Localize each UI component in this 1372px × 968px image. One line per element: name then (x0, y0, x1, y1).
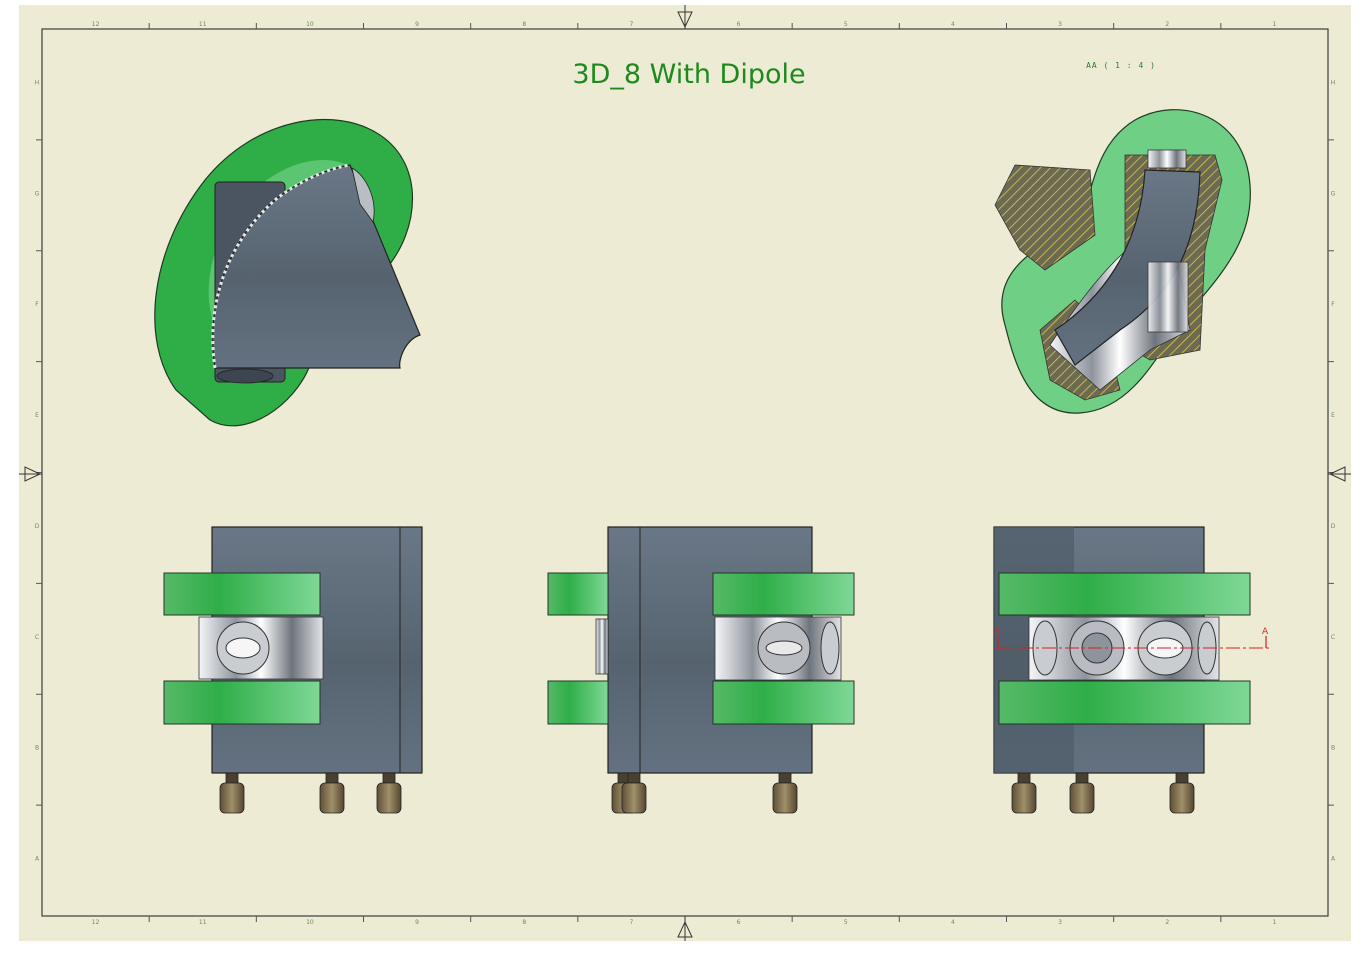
zone-label: 2 (1165, 21, 1169, 28)
zone-label: E (35, 412, 39, 419)
zone-label: C (1331, 634, 1335, 641)
zone-label: 11 (199, 919, 207, 926)
foot (219, 772, 245, 814)
zone-label: 7 (630, 919, 634, 926)
zone-label: 9 (415, 919, 419, 926)
zone-label: 5 (844, 919, 848, 926)
foot (1069, 772, 1095, 814)
zone-label: 9 (415, 21, 419, 28)
zone-label: A (35, 856, 40, 863)
zone-label: 8 (522, 919, 526, 926)
foot (621, 772, 647, 814)
section-marker-left: A (994, 627, 1001, 637)
adjustable-feet (219, 772, 1195, 814)
side-port-flange (757, 621, 840, 675)
foot (772, 772, 798, 814)
zone-label: B (1331, 745, 1335, 752)
zone-label: 3 (1058, 919, 1062, 926)
section-line-aa: A A (994, 627, 1270, 649)
zone-label: B (35, 745, 39, 752)
zone-label: 10 (306, 919, 314, 926)
center-marks (19, 5, 1351, 941)
section-view-note: AA ( 1 : 4 ) (1086, 61, 1156, 70)
zone-label: A (1331, 856, 1336, 863)
zone-label: C (35, 634, 39, 641)
section-marker-right: A (1262, 627, 1269, 637)
zone-label: 10 (306, 21, 314, 28)
zone-label: 2 (1165, 919, 1169, 926)
section-view-aa (994, 109, 1251, 414)
foot (1011, 772, 1037, 814)
zone-label: F (35, 301, 39, 308)
zone-label: D (1331, 523, 1336, 530)
zone-label: H (35, 79, 40, 86)
zone-label: 5 (844, 21, 848, 28)
zone-label: F (1331, 301, 1335, 308)
zone-label: 8 (522, 21, 526, 28)
zone-label: 3 (1058, 21, 1062, 28)
zone-label: 4 (951, 21, 955, 28)
drawing-title: 3D_8 With Dipole (572, 59, 805, 90)
side-view (547, 526, 855, 774)
front-view (163, 526, 423, 774)
zone-label: 12 (92, 919, 100, 926)
zone-label: 6 (737, 919, 741, 926)
zone-label: 1 (1273, 919, 1277, 926)
foot (1169, 772, 1195, 814)
zone-label: 11 (199, 21, 207, 28)
zone-label: G (35, 190, 40, 197)
zone-label: 6 (737, 21, 741, 28)
zone-label: G (1331, 190, 1336, 197)
foot (319, 772, 345, 814)
zone-label: E (1331, 412, 1335, 419)
zone-label: 7 (630, 21, 634, 28)
zone-label: 12 (92, 21, 100, 28)
beam-port-flange (216, 621, 270, 675)
zone-label: 1 (1273, 21, 1277, 28)
zone-label: D (35, 523, 40, 530)
zone-label: H (1331, 79, 1336, 86)
rear-view: A A (993, 526, 1270, 774)
foot (376, 772, 402, 814)
top-view (154, 118, 421, 427)
zone-label: 4 (951, 919, 955, 926)
